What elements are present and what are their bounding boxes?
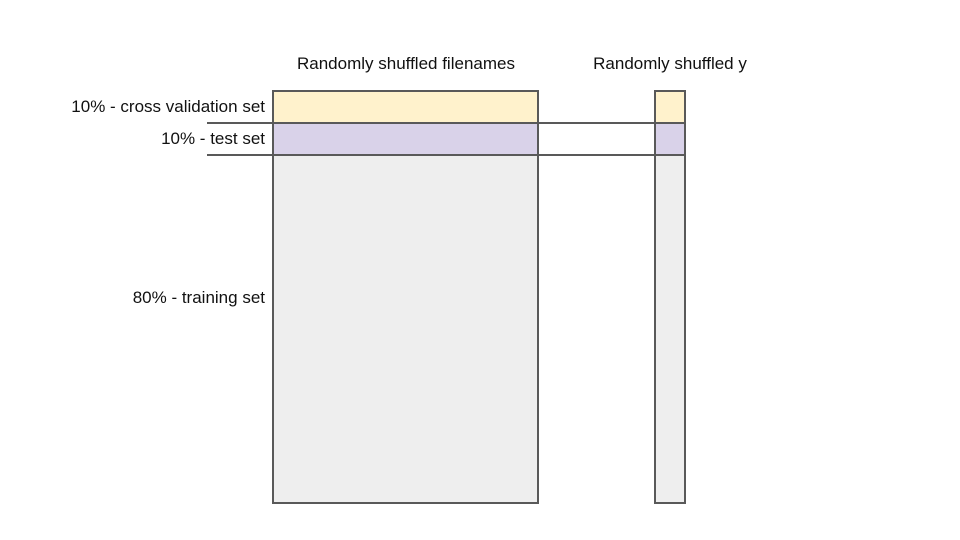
cross-validation-label: 10% - cross validation set [71,97,265,116]
y-test-block [654,122,686,156]
y-cross-validation-block [654,90,686,124]
test-set-label: 10% - test set [161,129,265,148]
training-set-label: 80% - training set [132,288,265,307]
y-column-header: Randomly shuffled y [593,54,747,73]
filenames-column-header: Randomly shuffled filenames [297,54,515,73]
filenames-training-block [272,154,539,504]
split-line-test-training [207,154,685,156]
filenames-test-block [272,122,539,156]
split-line-validation-test [207,122,685,124]
y-training-block [654,154,686,504]
filenames-cross-validation-block [272,90,539,124]
